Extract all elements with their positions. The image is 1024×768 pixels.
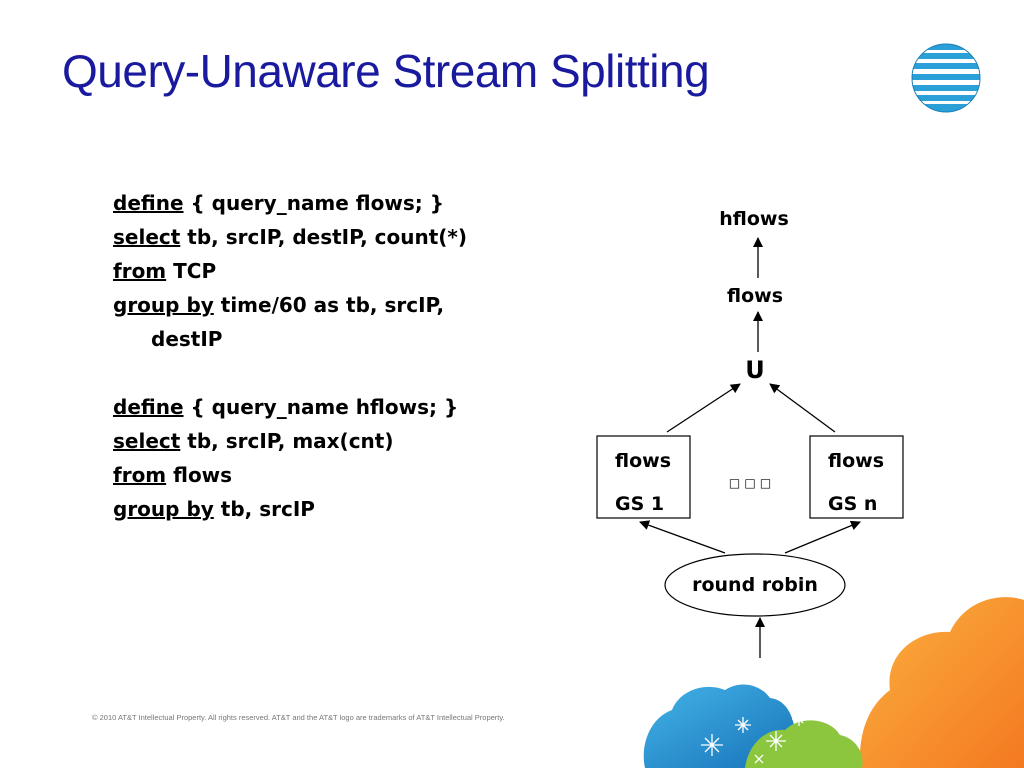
- q2-group-line: group by tb, srcIP: [113, 497, 315, 521]
- q2-select-line: select tb, srcIP, max(cnt): [113, 429, 394, 453]
- keyword-from: from: [113, 463, 167, 487]
- gs1-node-label: GS 1: [615, 493, 664, 515]
- gsn-box: [809, 435, 904, 519]
- q2-define-line: define { query_name hflows; }: [113, 395, 459, 419]
- gsn-node-label: GS n: [828, 493, 877, 515]
- ellipsis-glyphs: □ □ □: [729, 476, 771, 490]
- q1-define-line: define { query_name flows; }: [113, 191, 444, 215]
- q2-from-line: from flows: [113, 463, 233, 487]
- arrow-gs1-to-union: [666, 383, 741, 433]
- round-robin-node: [664, 553, 846, 617]
- keyword-define: define: [113, 395, 184, 419]
- arrow-rr-to-gs1: [639, 520, 726, 554]
- round-robin-label: round robin: [692, 574, 818, 596]
- keyword-group-by: group by: [113, 293, 214, 317]
- keyword-select: select: [113, 429, 181, 453]
- gs1-query-label: flows: [615, 450, 671, 472]
- q1-group-line: group by time/60 as tb, srcIP,: [113, 293, 445, 317]
- flows-label: flows: [727, 285, 783, 307]
- copyright-footer: © 2010 AT&T Intellectual Property. All r…: [92, 713, 505, 722]
- arrow-rr-to-gsn: [784, 520, 861, 554]
- keyword-group-by: group by: [113, 497, 214, 521]
- keyword-from: from: [113, 259, 167, 283]
- keyword-select: select: [113, 225, 181, 249]
- q1-select-line: select tb, srcIP, destIP, count(*): [113, 225, 468, 249]
- arrow-gsn-to-union: [769, 383, 836, 433]
- gs1-box: [596, 435, 691, 519]
- union-symbol: U: [745, 356, 765, 384]
- keyword-define: define: [113, 191, 184, 215]
- hflows-label: hflows: [719, 208, 789, 230]
- q1-from-line: from TCP: [113, 259, 217, 283]
- slide-title: Query-Unaware Stream Splitting: [62, 45, 710, 97]
- q1-group-continuation: destIP: [151, 327, 223, 351]
- att-globe-logo: [911, 43, 981, 113]
- gsn-query-label: flows: [828, 450, 884, 472]
- query-code-block: define { query_name flows; } select tb, …: [113, 186, 467, 526]
